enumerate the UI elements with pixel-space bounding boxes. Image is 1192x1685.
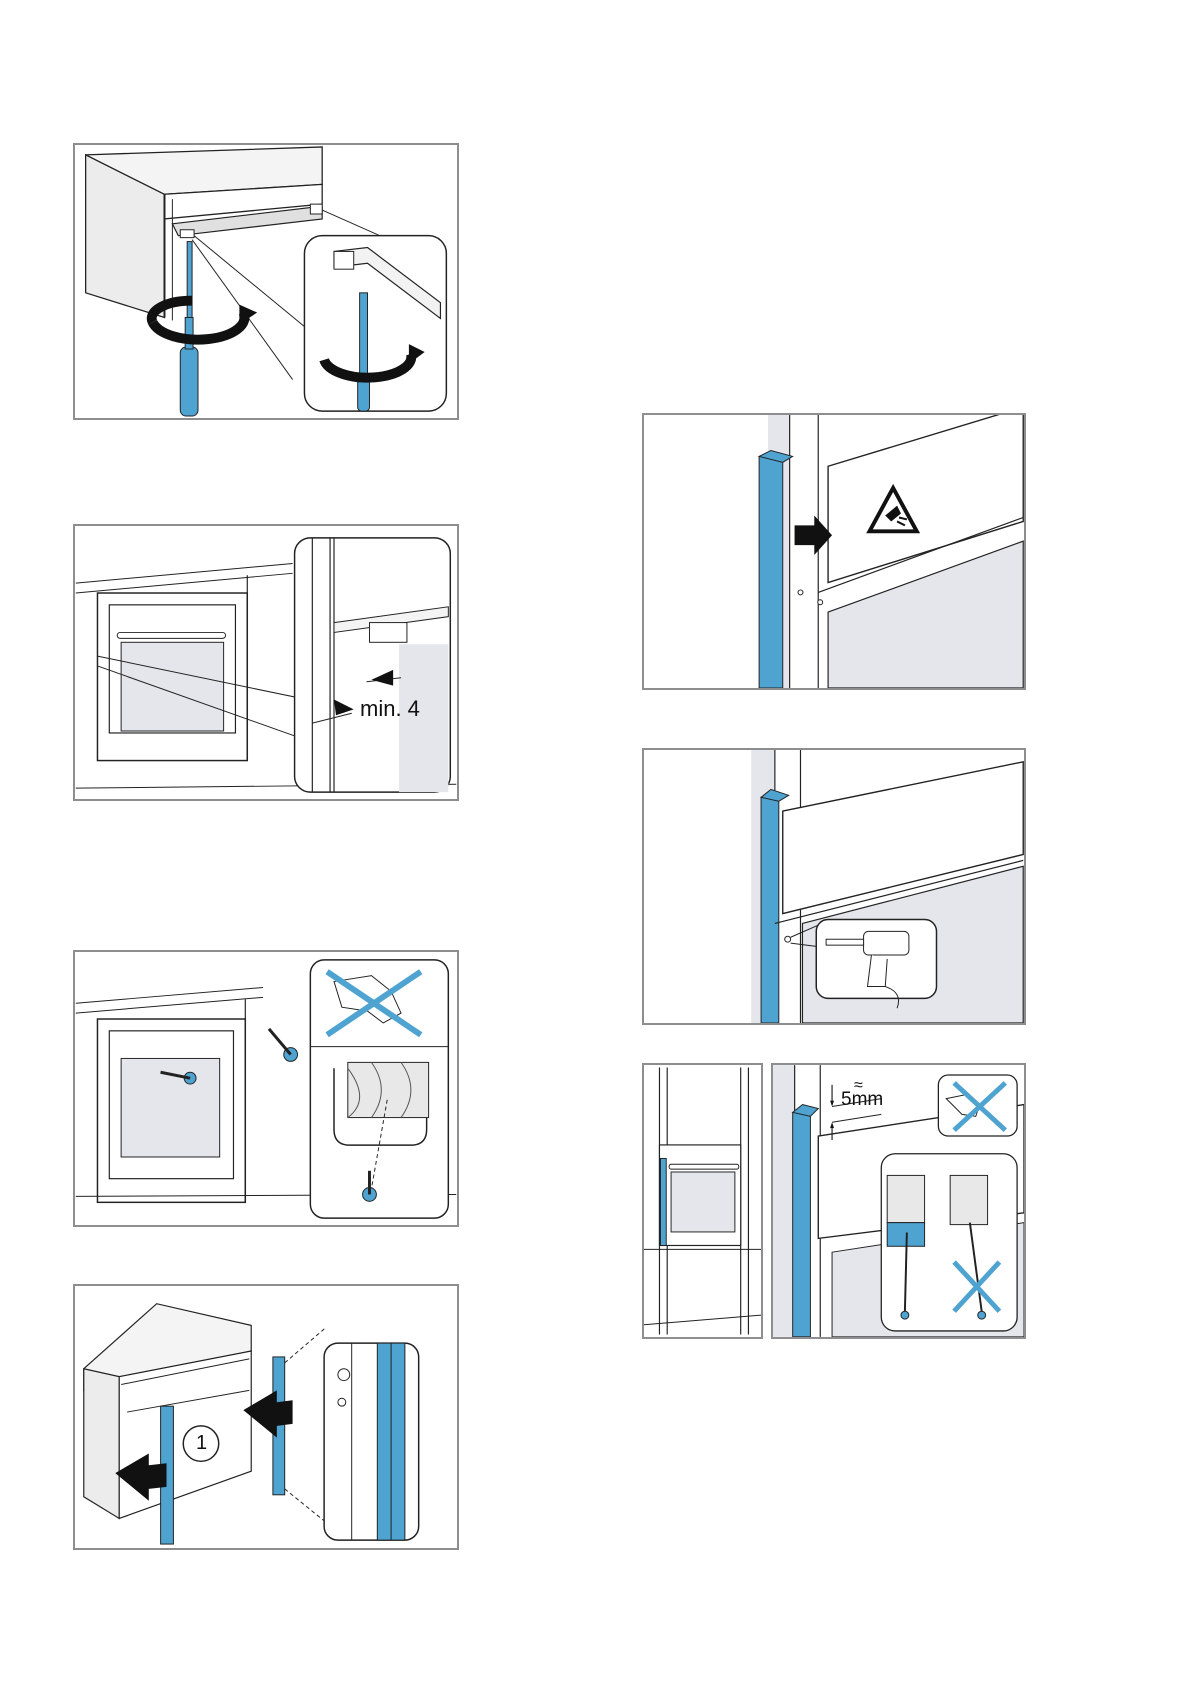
figure-min-gap: min. 4 — [73, 524, 459, 801]
figure-clearance-5mm: ≈ 5mm — [771, 1063, 1026, 1339]
figure-tall-unit — [642, 1063, 763, 1339]
clearance-label: 5mm — [841, 1089, 883, 1111]
step-number-label: 1 — [196, 1432, 207, 1455]
figure-screw-cabinet — [73, 950, 459, 1227]
figure-drilling — [642, 748, 1026, 1025]
gap-label: min. 4 — [360, 696, 420, 722]
figure-screw-oven-base — [73, 143, 459, 420]
figure-injury-warning — [642, 413, 1026, 690]
figure-attach-strips: 1 — [73, 1284, 459, 1550]
